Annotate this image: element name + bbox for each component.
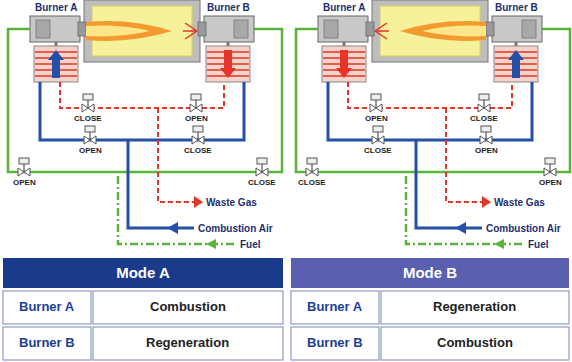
table-cell: Burner B [307, 336, 363, 350]
mode-b-plant [296, 0, 570, 249]
mode-a-flow [48, 21, 236, 78]
burner-name: Burner B [495, 2, 538, 13]
table-cell: Combustion [437, 336, 513, 350]
valve-state: OPEN [475, 147, 498, 156]
valve-state: CLOSE [74, 115, 102, 124]
table-cell: Regeneration [433, 300, 516, 314]
mode-title: Mode B [403, 265, 457, 282]
valve-state: CLOSE [470, 115, 498, 124]
mode-header: Mode A [3, 258, 283, 288]
mode-header: Mode B [291, 258, 569, 288]
flow-name: Waste Gas [494, 197, 545, 208]
burner-label-box: Burner B [207, 2, 250, 13]
flow-name: Fuel [240, 239, 261, 250]
table-cell: Combustion [150, 300, 226, 314]
valve-state: CLOSE [298, 179, 326, 188]
valve-state: CLOSE [184, 147, 212, 156]
burner-label-box: Burner B [495, 2, 538, 13]
valve-state: OPEN [13, 179, 36, 188]
valve-state: CLOSE [364, 147, 392, 156]
mode-a-plant [8, 0, 282, 249]
table-cell: Burner B [19, 336, 75, 350]
burner-label-box: Burner A [323, 2, 365, 13]
burner-label-box: Burner A [35, 2, 77, 13]
burner-name: Burner B [207, 2, 250, 13]
flow-name: Combustion Air [198, 223, 273, 234]
mode-tables [3, 291, 569, 360]
valve-state: OPEN [79, 147, 102, 156]
flow-name: Combustion Air [486, 223, 561, 234]
burner-name: Burner A [35, 2, 77, 13]
mode-title: Mode A [116, 265, 170, 282]
flow-name: Fuel [528, 239, 549, 250]
flow-name: Waste Gas [206, 197, 257, 208]
mode-b-flow [336, 21, 524, 78]
valve-state: CLOSE [248, 179, 276, 188]
valve-state: OPEN [185, 115, 208, 124]
table-cell: Regeneration [146, 336, 229, 350]
burner-name: Burner A [323, 2, 365, 13]
table-cell: Burner A [307, 300, 362, 314]
table-cell: Burner A [19, 300, 74, 314]
valve-state: OPEN [539, 179, 562, 188]
valve-state: OPEN [365, 115, 388, 124]
